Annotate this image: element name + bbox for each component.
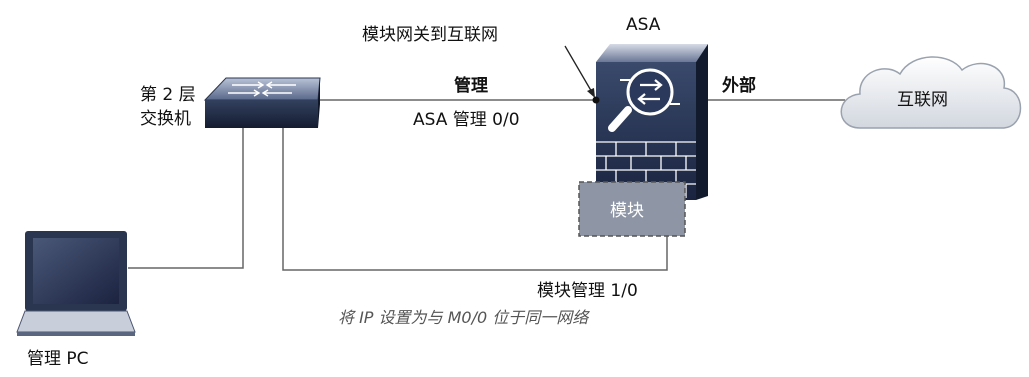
magnifier-icon — [608, 68, 680, 132]
switch-to-module-link — [282, 128, 668, 271]
connection-lines — [128, 99, 845, 271]
internet-cloud-icon — [840, 56, 1022, 129]
module-box[interactable] — [578, 181, 686, 237]
management-link-label: 管理 — [454, 75, 488, 96]
management-pc-label: 管理 PC — [27, 349, 89, 369]
module-mgmt-label: 模块管理 1/0 — [537, 281, 638, 301]
asa-title: ASA — [626, 15, 661, 35]
module-gateway-label: 模块网关到互联网 — [362, 25, 498, 45]
internet-label: 互联网 — [897, 90, 948, 110]
module-label: 模块 — [610, 201, 644, 221]
layer2-switch-icon[interactable] — [203, 77, 321, 128]
asa-device-icon[interactable] — [596, 44, 708, 200]
switch-to-pc-link — [128, 128, 244, 269]
asa-mgmt-port-label: ASA 管理 0/0 — [413, 110, 520, 130]
outside-link-label: 外部 — [722, 75, 756, 96]
management-pc-laptop-icon[interactable] — [16, 231, 136, 336]
switch-label-line1: 第 2 层 — [140, 85, 196, 105]
ip-note-label: 将 IP 设置为与 M0/0 位于同一网络 — [338, 308, 590, 327]
switch-label-line2: 交换机 — [140, 109, 191, 129]
callout-arrow — [564, 45, 600, 104]
